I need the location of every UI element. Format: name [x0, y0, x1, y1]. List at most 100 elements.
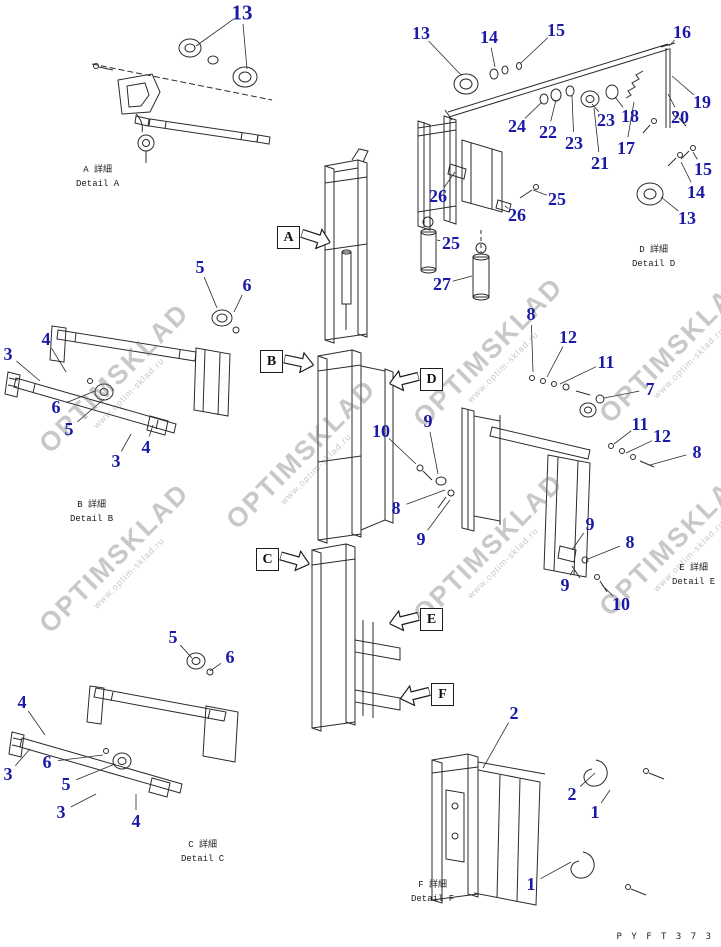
- callout-11: 11: [597, 352, 615, 372]
- leader-line: [540, 861, 572, 880]
- callout-5: 5: [61, 774, 71, 794]
- detail-c-assembly: [8, 652, 239, 798]
- detail-subtitle-E: Detail E: [672, 576, 716, 587]
- detail-d-assembly: [417, 42, 696, 301]
- view-letter-F: F: [431, 683, 454, 706]
- callout-2: 2: [567, 784, 577, 804]
- callout-12: 12: [653, 426, 671, 446]
- detail-subtitle-B: Detail B: [70, 513, 114, 524]
- leader-line: [660, 196, 679, 212]
- detail-title-D: D 詳細: [639, 245, 669, 255]
- leader-line: [671, 75, 694, 96]
- view-arrow-icon: [388, 609, 421, 632]
- leader-line: [427, 499, 451, 531]
- leader-line: [668, 39, 675, 47]
- detail-subtitle-F: Detail F: [411, 893, 455, 904]
- detail-title-B: B 詳細: [77, 500, 107, 510]
- callout-8: 8: [526, 304, 536, 324]
- callout-22: 22: [539, 122, 557, 142]
- leader-line: [692, 151, 698, 160]
- view-arrow-icon: [399, 684, 432, 707]
- detail-f-assembly: [431, 753, 665, 906]
- leader-line: [180, 644, 193, 659]
- leader-line: [66, 390, 96, 404]
- callout-20: 20: [671, 107, 689, 127]
- callout-4: 4: [131, 811, 141, 831]
- leader-line: [436, 239, 441, 242]
- detail-subtitle-D: Detail D: [632, 258, 676, 269]
- view-arrow-icon: [388, 369, 421, 392]
- detail-subtitle-A: Detail A: [76, 178, 120, 189]
- leader-line: [601, 584, 614, 597]
- detail-subtitle-C: Detail C: [181, 853, 225, 864]
- leader-line: [613, 430, 632, 445]
- leader-line: [625, 440, 653, 454]
- leader-line: [532, 189, 547, 196]
- view-tag-D: D: [388, 368, 443, 392]
- detail-title-A: A 詳細: [83, 165, 113, 175]
- leader-line: [57, 754, 104, 761]
- view-tag-B: B: [260, 350, 315, 374]
- leader-line: [452, 275, 473, 282]
- leader-line: [148, 424, 154, 437]
- callout-9: 9: [560, 575, 570, 595]
- callout-6: 6: [42, 752, 52, 772]
- callout-26: 26: [508, 205, 526, 225]
- callout-23: 23: [597, 110, 615, 130]
- callout-9: 9: [585, 514, 595, 534]
- view-letter-C: C: [256, 548, 279, 571]
- callout-10: 10: [372, 421, 390, 441]
- view-tag-E: E: [388, 608, 443, 632]
- callout-16: 16: [673, 22, 691, 42]
- callout-9: 9: [416, 529, 426, 549]
- callout-10: 10: [612, 594, 630, 614]
- leader-line: [571, 532, 585, 551]
- callout-5: 5: [195, 257, 205, 277]
- callout-8: 8: [692, 442, 702, 462]
- view-tag-F: F: [399, 683, 454, 707]
- leader-line: [550, 99, 557, 122]
- detail-e-assembly: [416, 375, 655, 593]
- mast-view-c: [311, 543, 401, 732]
- detail-b-assembly: [4, 309, 240, 436]
- view-tag-A: A: [277, 226, 332, 249]
- leader-line: [667, 93, 676, 108]
- leader-line: [587, 545, 620, 560]
- leader-line: [406, 489, 446, 505]
- leader-line: [579, 772, 596, 787]
- callout-3: 3: [56, 802, 66, 822]
- leader-line: [603, 390, 640, 399]
- drawing-number: P Y F T 3 7 3: [616, 932, 713, 942]
- view-arrow-icon: [278, 549, 311, 572]
- callout-1: 1: [526, 874, 536, 894]
- leader-line: [195, 19, 234, 47]
- detail-label-D: D 詳細 Detail D: [632, 244, 675, 271]
- detail-a-assembly: [91, 38, 273, 163]
- callout-15: 15: [694, 159, 712, 179]
- callout-19: 19: [693, 92, 711, 112]
- callout-5: 5: [168, 627, 178, 647]
- leader-line: [600, 789, 611, 804]
- callout-13: 13: [231, 0, 253, 25]
- leader-line: [569, 569, 574, 576]
- callout-11: 11: [631, 414, 649, 434]
- view-letter-A: A: [277, 226, 300, 249]
- detail-label-A: A 詳細 Detail A: [76, 164, 119, 191]
- leader-line: [649, 454, 687, 466]
- mast-view-b: [317, 349, 394, 544]
- mast-view-a: [324, 148, 369, 344]
- detail-label-B: B 詳細 Detail B: [70, 499, 113, 526]
- leader-line: [27, 710, 46, 736]
- leader-line: [482, 722, 509, 769]
- callout-23: 23: [565, 133, 583, 153]
- leader-line: [593, 107, 600, 153]
- callout-14: 14: [687, 182, 705, 202]
- callout-13: 13: [678, 208, 696, 228]
- callout-7: 7: [645, 379, 655, 399]
- callout-8: 8: [391, 498, 401, 518]
